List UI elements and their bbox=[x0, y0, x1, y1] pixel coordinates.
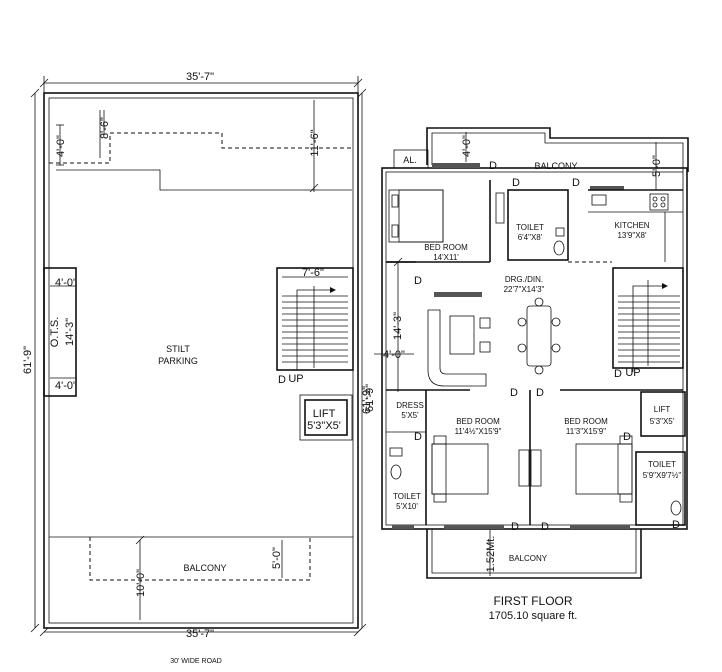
bottom-balcony-label: BALCONY bbox=[509, 554, 548, 563]
door-d-8: D bbox=[623, 431, 631, 443]
stilt-balcony-label: BALCONY bbox=[183, 563, 226, 573]
ff-lift-size: 5'3"X5' bbox=[650, 417, 675, 426]
door-d-7: D bbox=[414, 431, 422, 443]
kitchen-size: 13'9"X8' bbox=[617, 231, 647, 240]
notch-dim-a: 4'-0" bbox=[55, 135, 67, 157]
first-floor-plan: 4'-0" 5'-0" BALCONY AL. BED ROOM 14'X11'… bbox=[361, 127, 689, 579]
door-d-5: D bbox=[510, 387, 518, 399]
ots-label: O.T.S. bbox=[49, 317, 61, 348]
dress-size: 5'X5' bbox=[401, 411, 419, 420]
ff-depth-dim: 61'-9" bbox=[361, 386, 373, 414]
stair-up-label: UP bbox=[288, 373, 303, 385]
door-d-4: D bbox=[414, 275, 422, 287]
door-d-10: D bbox=[541, 521, 549, 533]
dress-name: DRESS bbox=[396, 401, 424, 410]
ff-lift-name: LIFT bbox=[654, 405, 671, 414]
toilet1-name: TOILET bbox=[516, 223, 544, 232]
notch-dim-b: 8'-6" bbox=[99, 117, 111, 139]
toilet2-name: TOILET bbox=[393, 492, 421, 501]
ots-height-dim: 14'-3" bbox=[64, 318, 76, 346]
parking-label-line1: STILT bbox=[166, 344, 190, 354]
drg-left-dim: 4'-0" bbox=[383, 349, 405, 361]
stilt-width-top: 35'-7" bbox=[186, 71, 214, 83]
bed2-size: 11'4½"X15'9" bbox=[455, 427, 502, 436]
stilt-lift-name: LIFT bbox=[313, 408, 336, 420]
ff-stair-up: UP bbox=[625, 367, 640, 379]
ff-stair-door: D bbox=[614, 368, 622, 380]
side-parapet-dim: 5'-0" bbox=[651, 155, 663, 177]
al-label: AL. bbox=[403, 155, 417, 165]
bed1-name: BED ROOM bbox=[424, 243, 468, 252]
stilt-plan: 35'-7" 61'-9" 61'-9" 4'-0" 8'-6" 11'-6" … bbox=[22, 71, 376, 665]
stair-width-dim: 7'-6" bbox=[302, 267, 324, 279]
floor-area: 1705.10 square ft. bbox=[488, 610, 578, 622]
door-d-1: D bbox=[489, 160, 497, 172]
door-d-6: D bbox=[536, 387, 544, 399]
parking-label-line2: PARKING bbox=[158, 356, 198, 366]
bed3-name: BED ROOM bbox=[564, 417, 608, 426]
stilt-depth-right: 61'-9" bbox=[364, 384, 376, 412]
bed3-size: 11'3"X15'9" bbox=[566, 427, 606, 436]
stilt-lift-size: 5'3"X5' bbox=[307, 420, 341, 432]
bed2-name: BED ROOM bbox=[456, 417, 500, 426]
door-d-2: D bbox=[512, 177, 520, 189]
toilet1-size: 6'4"X8' bbox=[518, 233, 543, 242]
toilet3-size: 5'9"X9'7½" bbox=[643, 471, 682, 480]
stair-door-label: D bbox=[278, 374, 286, 386]
bed1-size: 14'X11' bbox=[433, 253, 459, 262]
top-parapet-dim: 4'-0" bbox=[461, 135, 473, 157]
toilet2-size: 5'X10' bbox=[396, 502, 418, 511]
stilt-width-bottom: 35'-7" bbox=[186, 628, 214, 640]
top-balcony-label: BALCONY bbox=[534, 161, 577, 171]
road-label: 30' WIDE ROAD bbox=[170, 658, 222, 665]
balcony-inset-dim: 5'-0" bbox=[271, 547, 283, 569]
toilet3-name: TOILET bbox=[648, 460, 676, 469]
door-d-3: D bbox=[572, 177, 580, 189]
kitchen-name: KITCHEN bbox=[614, 221, 649, 230]
drg-name: DRG./DIN. bbox=[505, 275, 543, 284]
door-d-11: D bbox=[672, 519, 680, 531]
balcony-depth-label: 1.52Mt. bbox=[485, 536, 497, 573]
balcony-depth-dim: 10'-0" bbox=[135, 569, 147, 597]
notch-dim-c: 11'-6" bbox=[309, 129, 321, 156]
door-d-9: D bbox=[511, 521, 519, 533]
ots-bottom-dim: 4'-0" bbox=[55, 380, 77, 392]
stilt-depth-left: 61'-9" bbox=[22, 346, 34, 374]
floor-title: FIRST FLOOR bbox=[493, 594, 573, 608]
drg-vert-dim: 14'-3" bbox=[392, 312, 404, 340]
drg-size: 22'7"X14'3" bbox=[504, 285, 545, 294]
ots-top-dim: 4'-0" bbox=[55, 277, 77, 289]
